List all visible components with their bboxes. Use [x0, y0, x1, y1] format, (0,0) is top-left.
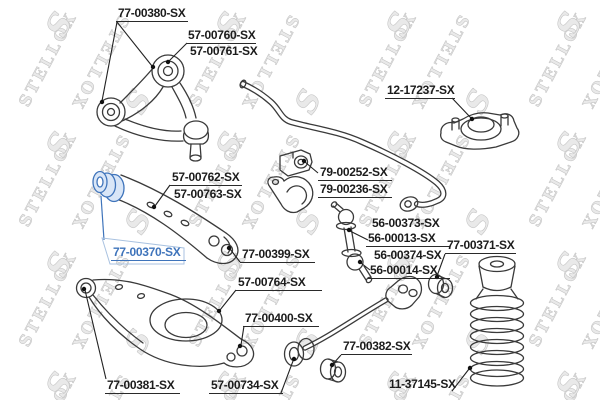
- part-label-11-37145-SX[interactable]: 11-37145-SX: [389, 377, 456, 391]
- part-label-57-00763-SX[interactable]: 57-00763-SX: [174, 187, 242, 201]
- stabilizer-bar-drawing: [239, 79, 447, 212]
- highlighted-bushing-drawing[interactable]: [92, 170, 125, 203]
- part-label-79-00252-SX[interactable]: 79-00252-SX: [318, 166, 392, 181]
- part-label-77-00400-SX[interactable]: 77-00400-SX: [243, 312, 319, 327]
- part-label-57-00734-SX[interactable]: 57-00734-SX: [209, 379, 283, 394]
- part-label-77-00381-SX[interactable]: 77-00381-SX: [105, 379, 180, 394]
- toe-rod-inner-bushing-drawing: [319, 358, 347, 383]
- leader-dots: [81, 59, 475, 371]
- part-label-56-00373-SX[interactable]: 56-00373-SX: [372, 216, 440, 230]
- stabilizer-link-drawing: [330, 201, 373, 284]
- part-label-79-00236-SX[interactable]: 79-00236-SX: [318, 183, 392, 198]
- part-label-77-00382-SX[interactable]: 77-00382-SX: [341, 339, 412, 355]
- toe-rod-outer-bushing-drawing: [427, 273, 454, 299]
- selected-part-callout: [100, 195, 185, 265]
- part-label-57-00762-SX[interactable]: 57-00762-SX: [170, 171, 242, 186]
- part-label-57-00760-SX[interactable]: 57-00760-SX: [186, 28, 256, 44]
- toe-control-rod-drawing: [283, 275, 423, 367]
- leader-lines: [84, 21, 472, 394]
- part-label-77-00371-SX[interactable]: 77-00371-SX: [445, 238, 516, 254]
- part-label-56-00014-SX[interactable]: 56-00014-SX: [368, 264, 450, 279]
- part-label-12-17237-SX[interactable]: 12-17237-SX: [385, 83, 455, 99]
- bump-stop-boot-drawing: [469, 255, 525, 387]
- part-label-77-00399-SX[interactable]: 77-00399-SX: [240, 248, 315, 263]
- part-label-57-00761-SX[interactable]: 57-00761-SX: [190, 44, 258, 58]
- part-label-56-00013-SX[interactable]: 56-00013-SX: [366, 232, 450, 247]
- strut-mount-drawing: [440, 112, 520, 150]
- lower-control-arm-drawing: [75, 277, 255, 368]
- part-label-77-00370-SX-selected[interactable]: 77-00370-SX: [111, 246, 186, 261]
- part-label-56-00374-SX[interactable]: 56-00374-SX: [374, 248, 442, 262]
- part-label-57-00764-SX[interactable]: 57-00764-SX: [236, 276, 322, 291]
- part-label-77-00380-SX[interactable]: 77-00380-SX: [116, 7, 188, 22]
